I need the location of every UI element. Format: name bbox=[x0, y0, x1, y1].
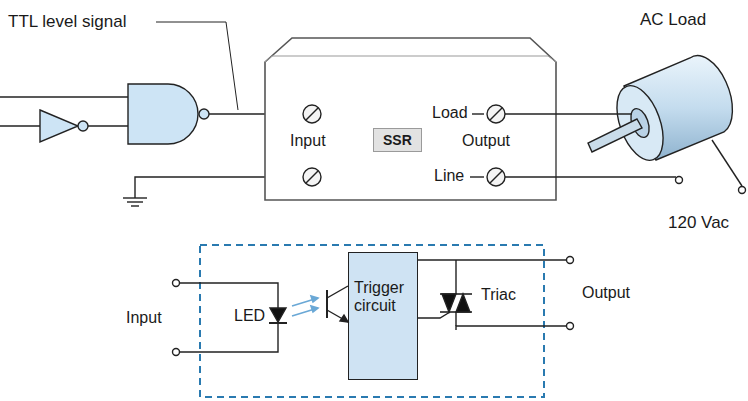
ground-symbol bbox=[131, 205, 139, 206]
screw-terminal bbox=[303, 168, 321, 186]
input-label: Input bbox=[126, 309, 162, 327]
screw-terminal bbox=[303, 105, 321, 123]
inverter-bubble bbox=[78, 121, 88, 131]
component-label: Triac bbox=[481, 286, 516, 304]
terminal-label: Load bbox=[432, 104, 468, 122]
wire bbox=[0, 96, 128, 97]
light-rays bbox=[292, 296, 318, 316]
ssr-badge: SSR bbox=[373, 128, 422, 152]
terminal bbox=[676, 177, 683, 184]
wire bbox=[712, 140, 742, 186]
screw-terminal bbox=[487, 105, 505, 123]
badge-text: SSR bbox=[383, 132, 412, 148]
ac-load: AC Load bbox=[600, 6, 740, 164]
inverter-symbol bbox=[40, 110, 78, 142]
ssr-boundary bbox=[200, 245, 544, 397]
terminal-label: Output bbox=[462, 132, 510, 150]
output-label: Output bbox=[582, 284, 630, 302]
terminal bbox=[173, 349, 180, 356]
nand-gate-symbol bbox=[128, 84, 198, 144]
wire bbox=[180, 324, 278, 352]
wire bbox=[455, 260, 456, 280]
ssr-module: Input Output SSR bbox=[265, 38, 556, 200]
load-heading: AC Load bbox=[640, 10, 706, 30]
terminal-label: Input bbox=[290, 132, 326, 150]
signal-label: TTL level signal bbox=[8, 12, 126, 32]
ssr-housing bbox=[265, 38, 556, 200]
label-dash bbox=[472, 113, 484, 114]
component-label: LED bbox=[234, 307, 265, 325]
gate-wire bbox=[418, 312, 450, 318]
terminal bbox=[567, 257, 574, 264]
wire bbox=[180, 283, 278, 308]
led-symbol bbox=[270, 308, 286, 322]
wire bbox=[88, 125, 128, 126]
leader-line bbox=[156, 22, 238, 110]
ground-symbol bbox=[123, 197, 147, 198]
trigger-circuit-box: Trigger circuit bbox=[348, 252, 418, 380]
box-text: Trigger circuit bbox=[354, 279, 413, 316]
screw-terminal bbox=[487, 168, 505, 186]
terminal bbox=[567, 323, 574, 330]
terminal bbox=[173, 280, 180, 287]
ground-symbol bbox=[127, 201, 143, 202]
triac-symbol bbox=[440, 280, 472, 326]
led-symbol bbox=[269, 322, 287, 324]
terminal bbox=[739, 187, 746, 194]
connector bbox=[556, 114, 632, 115]
housing-bevel bbox=[265, 56, 556, 62]
terminal-label: Line bbox=[434, 167, 464, 185]
wire bbox=[0, 125, 40, 126]
phototransistor-symbol bbox=[327, 286, 348, 322]
wire bbox=[505, 113, 556, 114]
wire bbox=[418, 259, 566, 260]
wire bbox=[456, 326, 566, 330]
voltage-label: 120 Vac bbox=[668, 213, 729, 233]
label-dash bbox=[470, 176, 484, 177]
wire bbox=[556, 176, 676, 177]
motor-shaft bbox=[588, 119, 642, 152]
nand-bubble bbox=[199, 109, 209, 119]
wire bbox=[505, 176, 556, 177]
